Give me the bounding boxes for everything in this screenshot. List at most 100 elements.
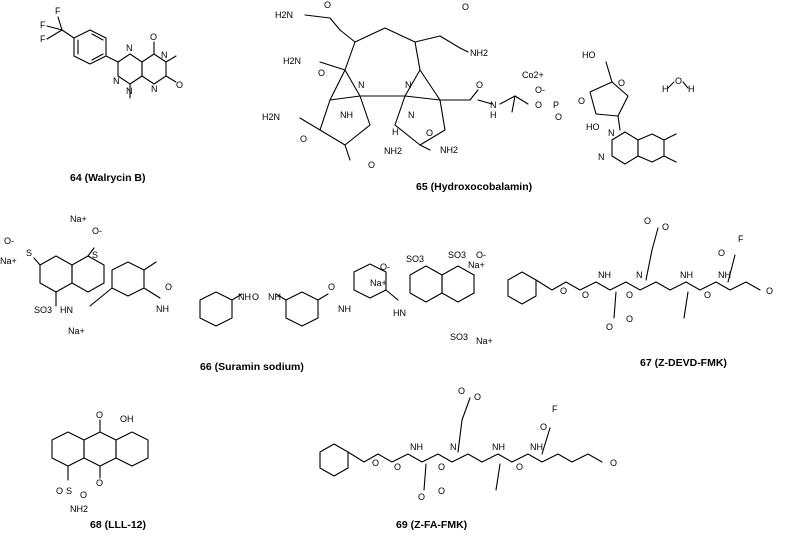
- svg-text:N: N: [126, 43, 133, 53]
- compound-number: 66: [200, 361, 212, 373]
- svg-text:O: O: [626, 314, 633, 324]
- svg-text:SO3: SO3: [448, 250, 466, 260]
- svg-text:Na+: Na+: [370, 278, 387, 288]
- compound-name: (Suramin sodium): [214, 361, 304, 373]
- svg-text:O: O: [458, 386, 465, 396]
- svg-text:H: H: [490, 110, 497, 120]
- svg-text:Na+: Na+: [70, 214, 87, 224]
- svg-text:F: F: [55, 6, 61, 16]
- svg-text:O: O: [252, 292, 259, 302]
- svg-text:O-: O-: [380, 262, 390, 272]
- caption-65: 65 (Hydroxocobalamin): [416, 181, 532, 193]
- svg-text:O: O: [418, 492, 425, 502]
- svg-text:SO3: SO3: [406, 254, 424, 264]
- svg-text:N: N: [113, 76, 120, 86]
- compound-name: (Walrycin B): [84, 172, 146, 184]
- svg-text:NH: NH: [492, 442, 505, 452]
- compound-name: (Hydroxocobalamin): [430, 181, 533, 193]
- svg-text:O: O: [96, 478, 103, 488]
- svg-text:N: N: [126, 86, 133, 96]
- svg-text:N: N: [151, 84, 158, 94]
- svg-text:N: N: [598, 152, 605, 162]
- svg-text:SO3: SO3: [450, 332, 468, 342]
- svg-text:S: S: [26, 248, 32, 258]
- compound-number: 65: [416, 181, 428, 193]
- svg-text:N: N: [636, 270, 643, 280]
- svg-text:H: H: [688, 84, 695, 94]
- svg-text:O-: O-: [535, 85, 545, 95]
- svg-text:F: F: [738, 234, 744, 244]
- compound-number: 68: [90, 519, 102, 531]
- svg-text:O: O: [438, 486, 445, 496]
- svg-text:O-: O-: [4, 236, 14, 246]
- svg-text:O: O: [96, 410, 103, 420]
- svg-text:O: O: [555, 112, 562, 122]
- compound-name: (Z-DEVD-FMK): [654, 357, 727, 369]
- svg-text:O: O: [476, 80, 483, 90]
- svg-text:O: O: [474, 392, 481, 402]
- svg-text:O: O: [56, 486, 63, 496]
- svg-text:O: O: [372, 458, 379, 468]
- svg-text:O: O: [606, 322, 613, 332]
- svg-text:H2N: H2N: [275, 10, 293, 20]
- svg-text:N: N: [490, 100, 497, 110]
- svg-text:H2N: H2N: [262, 112, 280, 122]
- compound-number: 64: [70, 172, 82, 184]
- svg-text:NH2: NH2: [470, 48, 488, 58]
- svg-text:N: N: [408, 110, 415, 120]
- svg-text:O-: O-: [92, 226, 102, 236]
- svg-text:Na+: Na+: [476, 336, 493, 346]
- svg-text:O: O: [165, 282, 172, 292]
- caption-64: 64 (Walrycin B): [70, 172, 145, 184]
- svg-text:HN: HN: [393, 308, 406, 318]
- caption-68: 68 (LLL-12): [90, 519, 146, 531]
- svg-text:NH: NH: [340, 110, 353, 120]
- svg-text:O: O: [535, 100, 542, 110]
- svg-text:H2N: H2N: [283, 56, 301, 66]
- svg-text:O: O: [300, 134, 307, 144]
- svg-text:O: O: [718, 248, 725, 258]
- compound-number: 67: [640, 357, 652, 369]
- svg-text:O: O: [176, 80, 183, 90]
- svg-text:O: O: [438, 462, 445, 472]
- svg-text:O: O: [578, 96, 585, 106]
- svg-text:NH: NH: [338, 304, 351, 314]
- svg-text:S: S: [92, 250, 98, 260]
- svg-text:N: N: [358, 80, 365, 90]
- svg-text:H: H: [662, 84, 669, 94]
- svg-text:OH: OH: [120, 414, 134, 424]
- svg-text:O: O: [610, 458, 617, 468]
- svg-text:O: O: [766, 286, 773, 296]
- svg-text:O: O: [560, 286, 567, 296]
- svg-text:O: O: [462, 2, 469, 12]
- svg-text:S: S: [66, 486, 72, 496]
- svg-text:N: N: [608, 128, 615, 138]
- svg-text:F: F: [40, 34, 46, 44]
- svg-text:F: F: [552, 404, 558, 414]
- svg-text:O: O: [516, 462, 523, 472]
- svg-text:O: O: [368, 160, 375, 170]
- svg-text:O: O: [618, 78, 625, 88]
- svg-text:N: N: [450, 442, 457, 452]
- svg-text:HO: HO: [582, 50, 596, 60]
- caption-66: 66 (Suramin sodium): [200, 361, 304, 373]
- svg-text:NH: NH: [718, 270, 731, 280]
- svg-text:NH2: NH2: [440, 145, 458, 155]
- svg-text:NH: NH: [156, 304, 169, 314]
- svg-text:NH: NH: [530, 442, 543, 452]
- svg-text:O: O: [394, 462, 401, 472]
- svg-text:HN: HN: [60, 305, 73, 315]
- svg-text:Na+: Na+: [468, 260, 485, 270]
- svg-text:O: O: [324, 0, 331, 10]
- svg-text:O: O: [704, 290, 711, 300]
- svg-text:P: P: [553, 100, 559, 110]
- svg-text:O-: O-: [476, 250, 486, 260]
- svg-text:Na+: Na+: [68, 326, 85, 336]
- compound-name: (LLL-12): [104, 519, 147, 531]
- svg-text:HO: HO: [586, 122, 600, 132]
